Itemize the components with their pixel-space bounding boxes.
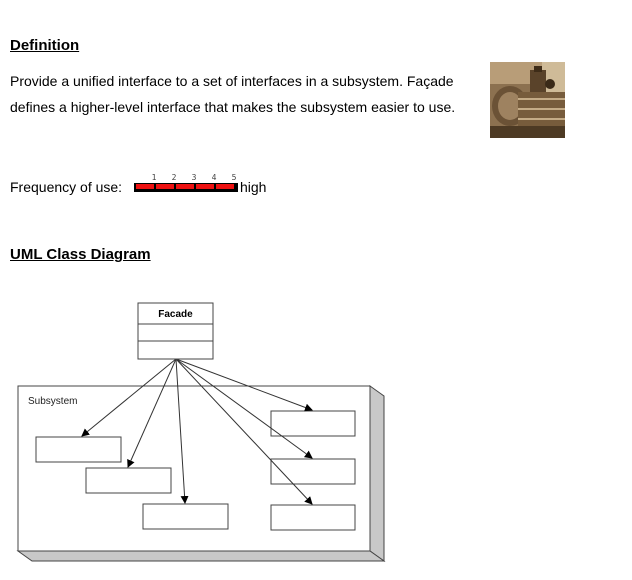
- rating-segment: [216, 184, 234, 189]
- rating-segment: [136, 184, 154, 189]
- rating-segment: [156, 184, 174, 189]
- scale-tick: 4: [211, 173, 217, 182]
- frequency-rating-bar: 1 2 3 4 5: [134, 173, 238, 196]
- definition-heading: Definition: [10, 37, 80, 54]
- frequency-row: Frequency of use: 1 2 3 4 5 high: [10, 173, 310, 200]
- subsystem-class: [270, 504, 356, 531]
- scale-tick: 3: [191, 173, 197, 182]
- scale-tick: 1: [151, 173, 157, 182]
- rating-segment: [176, 184, 194, 189]
- scale-tick: 2: [171, 173, 177, 182]
- association-arrows: [81, 358, 313, 505]
- rating-segment: [196, 184, 214, 189]
- subsystem-class: [85, 467, 172, 494]
- subsystem-class: [270, 458, 356, 485]
- subsystem-label: Subsystem: [28, 396, 77, 407]
- frequency-level-text: high: [240, 179, 267, 195]
- subsystem-class: [270, 410, 356, 437]
- uml-heading: UML Class Diagram: [10, 246, 151, 263]
- photo-icon: [490, 62, 565, 138]
- scale-tick: 5: [231, 173, 237, 182]
- facade-class: Facade: [137, 302, 214, 360]
- frequency-label: Frequency of use:: [10, 179, 123, 195]
- uml-class-diagram: Subsystem: [0, 290, 400, 570]
- subsystem-class: [142, 503, 229, 530]
- definition-text: Provide a unified interface to a set of …: [10, 73, 456, 115]
- subsystem-class: [35, 436, 122, 463]
- facade-class-name: Facade: [158, 309, 193, 320]
